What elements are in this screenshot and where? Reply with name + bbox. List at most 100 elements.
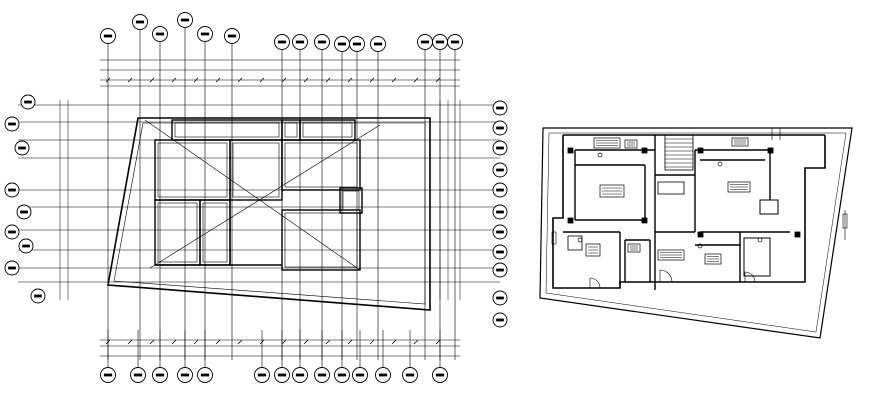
grid-bubble-left	[16, 204, 32, 220]
room-left-lower-small-inner	[202, 202, 228, 263]
grid-bubble-right	[492, 244, 508, 260]
grid-bubble-top	[100, 28, 116, 44]
dimension-tick	[127, 339, 133, 345]
grid-bubble-top	[224, 28, 240, 44]
grid-bubble-label-mark	[496, 188, 504, 192]
grid-bubble-label-mark	[378, 373, 388, 377]
grid-bubble-label-mark	[295, 40, 305, 44]
dimension-tick	[105, 339, 111, 345]
grid-bubble-label-mark	[496, 268, 504, 272]
dimension-label-mark	[842, 213, 848, 229]
grid-bubble-label-mark	[496, 168, 504, 172]
fixture-point	[717, 161, 723, 167]
column-marker	[697, 147, 704, 154]
grid-bubble-top	[334, 36, 350, 52]
grid-bubble-label-mark	[135, 20, 145, 24]
room-right-lower	[281, 209, 361, 271]
grid-bubble-top	[152, 26, 168, 42]
dimension-tick	[193, 339, 199, 345]
dimension-tick	[413, 77, 419, 83]
slab-outline	[107, 117, 431, 311]
room-left-lower	[154, 199, 201, 266]
grid-bubble-top	[314, 34, 330, 50]
wall-top-left-inner	[174, 122, 280, 138]
grid-bubble-right	[492, 120, 508, 136]
grid-bubble-label-mark	[155, 32, 165, 36]
staircase	[664, 134, 694, 171]
grid-bubble-label-mark	[496, 250, 504, 254]
room-label-box	[627, 243, 641, 253]
grid-bubble-top	[274, 34, 290, 50]
grid-bubble-right	[492, 162, 508, 178]
grid-bubble-label-mark	[373, 42, 383, 46]
grid-bubble-label-mark	[450, 40, 460, 44]
dimension-tick	[303, 339, 309, 345]
grid-bubble-top	[177, 12, 193, 28]
dimension-tick	[149, 77, 155, 83]
grid-bubble-label-mark	[8, 230, 16, 234]
room-label-tag	[704, 253, 722, 265]
room-label-tag	[593, 137, 621, 149]
room-label-tag	[727, 181, 751, 193]
room-label-box	[704, 253, 722, 265]
grid-bubble-right	[492, 140, 508, 156]
grid-bubble-label-mark	[180, 373, 190, 377]
room-label-box	[657, 249, 685, 261]
wall-top-mid-inner	[284, 122, 298, 138]
dimension-tick	[391, 339, 397, 345]
dimension-tick	[369, 339, 375, 345]
grid-bubble-bottom	[197, 367, 213, 383]
fixture-point	[697, 243, 703, 249]
grid-bubble-label-mark	[22, 244, 30, 248]
room-label-tag	[627, 243, 641, 253]
column-marker	[641, 147, 648, 154]
grid-bubble-bottom	[375, 367, 391, 383]
grid-bubble-label-mark	[317, 373, 327, 377]
grid-bubble-label-mark	[277, 40, 287, 44]
dimension-tick	[193, 77, 199, 83]
dimension-tick	[369, 77, 375, 83]
grid-bubble-label-mark	[20, 210, 28, 214]
grid-bubble-label-mark	[295, 373, 305, 377]
dimension-tick	[281, 77, 287, 83]
grid-bubble-bottom	[152, 367, 168, 383]
grid-bubble-right	[492, 100, 508, 116]
grid-bubble-label-mark	[257, 373, 267, 377]
dimension-tick	[237, 77, 243, 83]
dimension-tick	[127, 77, 133, 83]
grid-bubble-top	[417, 34, 433, 50]
room-label-tag	[599, 184, 625, 198]
grid-bubble-top	[370, 36, 386, 52]
dimension-tick	[325, 339, 331, 345]
fixture-point	[597, 152, 603, 158]
grid-bubble-label-mark	[24, 100, 32, 104]
column-marker	[567, 217, 574, 224]
grid-bubble-bottom	[177, 367, 193, 383]
grid-bubble-right	[492, 290, 508, 306]
grid-bubble-bottom	[254, 367, 270, 383]
dimension-tick	[171, 77, 177, 83]
room-left-lower-small	[199, 199, 231, 266]
room-label-box	[624, 139, 638, 149]
grid-bubble-top	[197, 26, 213, 42]
grid-bubble-bottom	[292, 367, 308, 383]
room-left-upper	[154, 139, 231, 201]
grid-bubble-label-mark	[18, 146, 26, 150]
dimension-tick	[237, 339, 243, 345]
grid-bubble-left	[14, 140, 30, 156]
site-boundary-inner	[545, 132, 847, 333]
grid-bubble-label-mark	[180, 18, 190, 22]
grid-bubble-right	[492, 224, 508, 240]
grid-bubble-top	[349, 36, 365, 52]
shaft	[339, 187, 363, 214]
site-boundary	[539, 127, 853, 339]
grid-bubble-bottom	[334, 367, 350, 383]
grid-bubble-right	[492, 204, 508, 220]
grid-bubble-label-mark	[8, 266, 16, 270]
dimension-label-mark	[551, 231, 557, 245]
grid-bubble-label-mark	[405, 373, 415, 377]
shaft-inner	[342, 190, 360, 211]
dimension-tick	[281, 339, 287, 345]
column-marker	[567, 147, 574, 154]
dimension-tick	[303, 77, 309, 83]
